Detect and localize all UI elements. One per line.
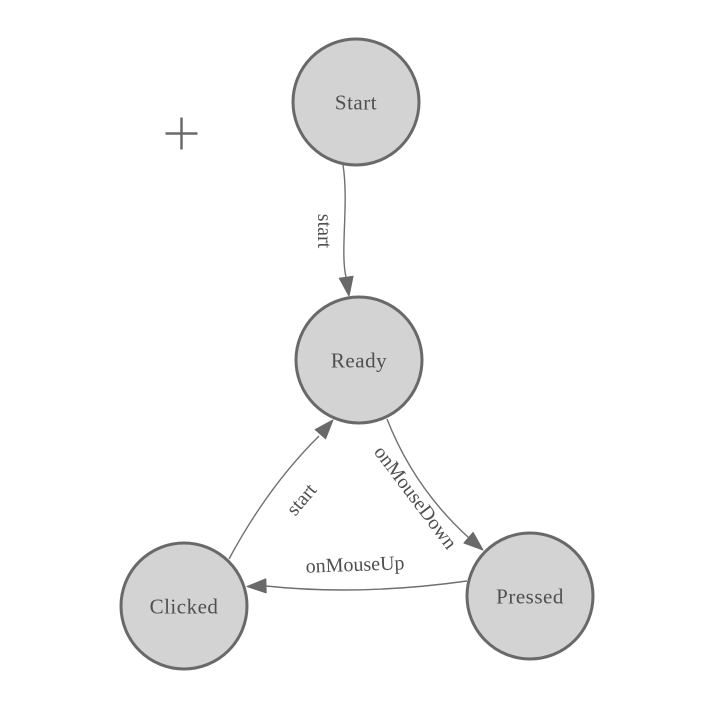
plus-icon <box>165 117 198 150</box>
edge-clicked-ready-label: start <box>282 479 321 520</box>
edge-clicked-ready-line[interactable] <box>228 435 320 560</box>
edge-clicked-ready-arrowhead-icon <box>314 419 334 440</box>
edge-start-ready-label: start <box>313 214 335 249</box>
edge-start-ready-arrowhead-icon <box>338 275 354 297</box>
node-pressed-shape[interactable] <box>465 531 595 661</box>
node-clicked[interactable]: Clicked <box>119 541 249 671</box>
edge-pressed-clicked[interactable]: onMouseUp <box>246 552 468 594</box>
node-clicked-label: Clicked <box>150 594 219 618</box>
edge-pressed-clicked-arrowhead-icon <box>246 578 267 594</box>
node-start-label: Start <box>335 90 377 114</box>
edge-clicked-ready[interactable]: start <box>228 419 334 560</box>
edge-ready-pressed-arrowhead-icon <box>463 531 484 551</box>
node-ready-label: Ready <box>331 348 387 372</box>
node-start[interactable]: Start <box>291 37 421 167</box>
edge-start-ready-line[interactable] <box>342 164 347 278</box>
edge-ready-pressed[interactable]: onMouseDown <box>369 418 484 554</box>
edge-ready-pressed-label: onMouseDown <box>369 442 461 554</box>
node-clicked-shape[interactable] <box>119 541 249 671</box>
node-ready[interactable]: Ready <box>294 295 424 425</box>
node-start-shape[interactable] <box>291 37 421 167</box>
edge-start-ready[interactable]: start <box>313 164 354 297</box>
node-pressed-label: Pressed <box>496 584 564 608</box>
node-pressed[interactable]: Pressed <box>465 531 595 661</box>
node-ready-shape[interactable] <box>294 295 424 425</box>
edge-pressed-clicked-label: onMouseUp <box>305 552 405 577</box>
edge-ready-pressed-line[interactable] <box>386 418 470 539</box>
edge-pressed-clicked-line[interactable] <box>265 580 468 591</box>
